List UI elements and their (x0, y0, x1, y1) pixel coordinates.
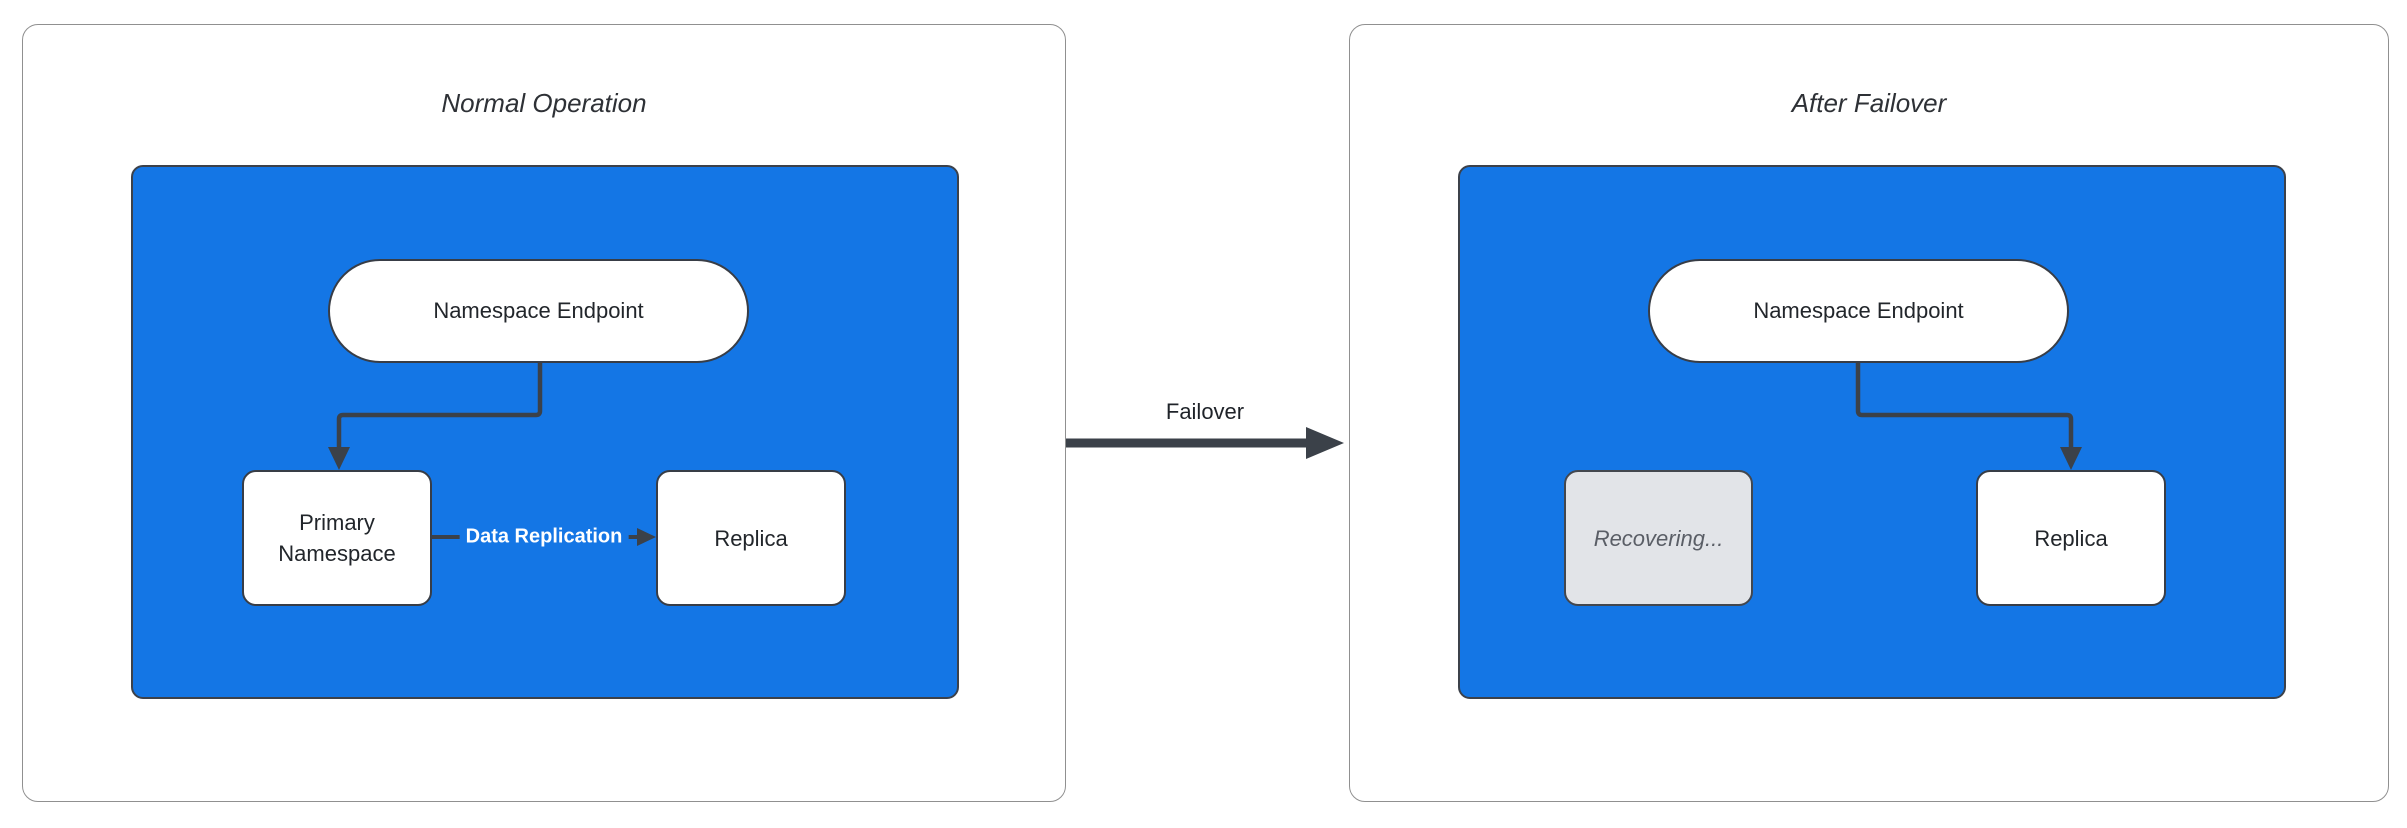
node-replica-normal-label: Replica (714, 525, 788, 551)
edge-endpoint-to-primary (336, 360, 543, 452)
failover-arrowhead (1306, 427, 1344, 459)
failover-label: Failover (1165, 399, 1245, 424)
node-namespace-endpoint-normal-label: Namespace Endpoint (433, 298, 644, 323)
arrowhead-endpoint-to-primary (328, 447, 350, 470)
node-replica-failover-label: Replica (2034, 525, 2108, 551)
edge-endpoint-to-replica (1855, 360, 2074, 452)
node-primary-namespace: Primary Namespace (242, 470, 432, 606)
arrowhead-endpoint-to-replica (2060, 447, 2082, 470)
failover-arrow (1066, 427, 1344, 459)
panel-title-after-failover: After Failover (1791, 88, 1947, 118)
node-primary-namespace-label: Primary Namespace (278, 510, 396, 566)
namespace-container-normal: Namespace Endpoint Primary Namespace Rep… (131, 165, 959, 699)
arrowhead-primary-to-replica (637, 528, 656, 546)
namespace-container-failover: Namespace Endpoint Recovering... Replica (1458, 165, 2286, 699)
node-namespace-endpoint-normal: Namespace Endpoint (328, 259, 749, 363)
connector-lines-failover (1855, 360, 2082, 470)
node-replica-failover: Replica (1976, 470, 2166, 606)
panel-after-failover: After Failover Namespace Endpoint Recove… (1349, 24, 2389, 802)
panel-normal-operation: Normal Operation Namespace Endpoint Prim… (22, 24, 1066, 802)
node-recovering-label: Recovering... (1593, 525, 1724, 551)
node-replica-normal: Replica (656, 470, 846, 606)
connector-lines-normal (328, 360, 656, 546)
panel-title-normal-operation: Normal Operation (441, 88, 647, 118)
edge-label-data-replication: Data Replication (459, 522, 629, 552)
node-recovering: Recovering... (1564, 470, 1753, 606)
node-namespace-endpoint-failover-label: Namespace Endpoint (1753, 298, 1964, 323)
node-namespace-endpoint-failover: Namespace Endpoint (1648, 259, 2069, 363)
